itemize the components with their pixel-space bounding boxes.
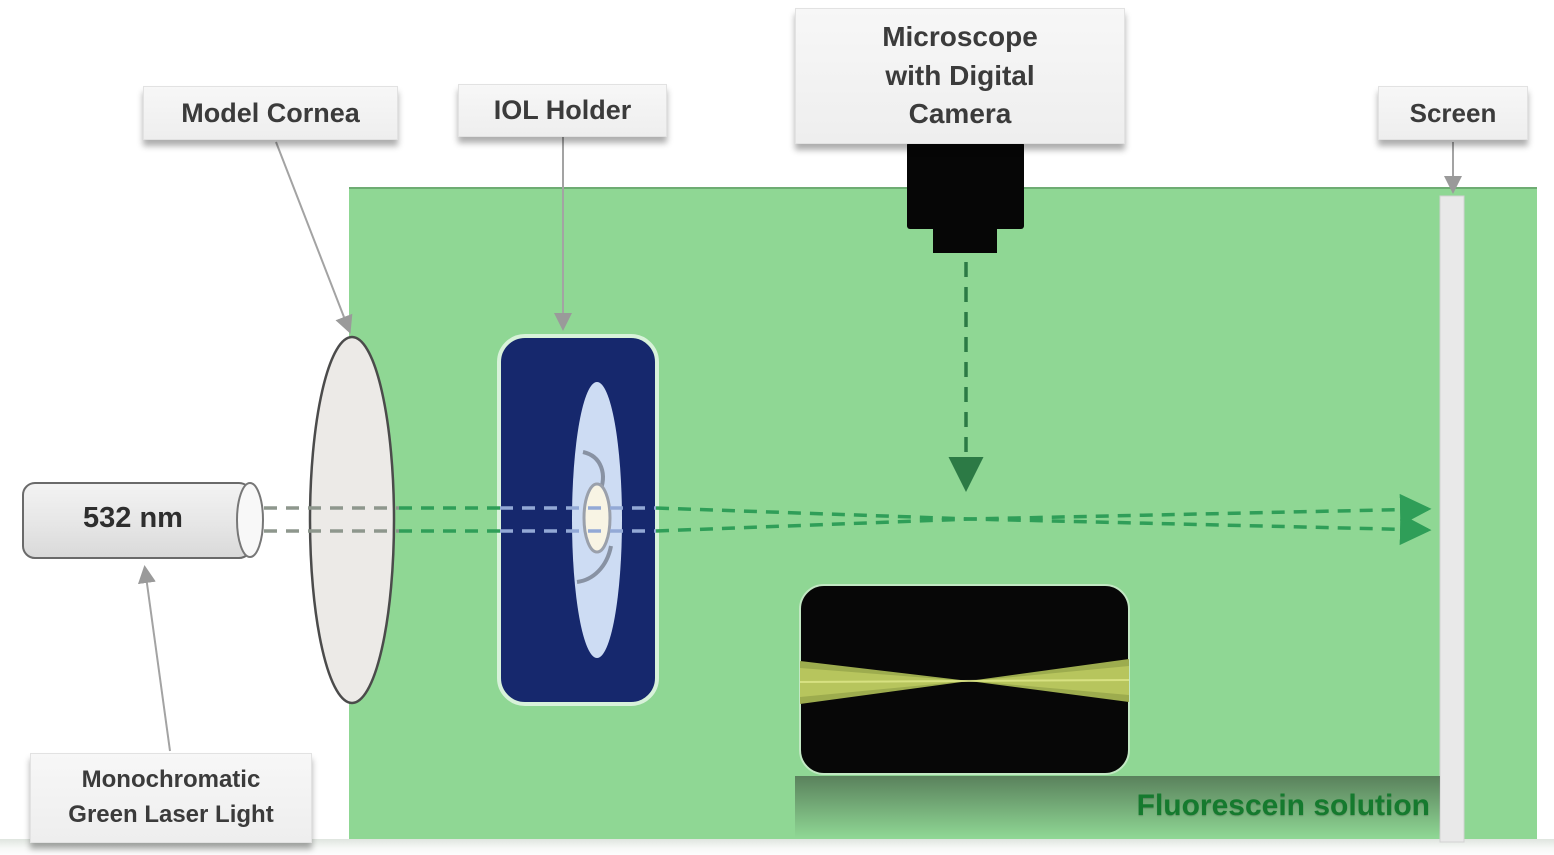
laser-source-leader (137, 565, 171, 752)
laser-source-label: Monochromatic Green Laser Light (30, 753, 312, 843)
camera-nozzle (933, 229, 997, 253)
cuvette-reflection (795, 776, 1440, 838)
iol-holder-label: IOL Holder (458, 84, 667, 137)
laser-aperture (236, 482, 264, 558)
leader-lines (137, 137, 1462, 752)
beam-waist-pattern (800, 659, 1129, 704)
fluorescein-solution-caption: Fluorescein solution (1136, 789, 1430, 822)
laser-wavelength-text: 532 nm (83, 502, 183, 534)
camera-body (907, 142, 1024, 229)
screen-label: Screen (1378, 86, 1528, 140)
model-cornea-leader (275, 141, 353, 334)
laser-beam (264, 493, 1432, 546)
iol-optic (582, 482, 612, 554)
microscope-label: Microscope with Digital Camera (795, 8, 1125, 144)
model-cornea-lens (308, 335, 396, 705)
table-surface-shadow (0, 839, 1554, 855)
screen-bar (1439, 195, 1465, 843)
model-cornea-label: Model Cornea (143, 86, 398, 140)
laser-beam-lower-focused (655, 493, 1432, 533)
iol-haptic-lower (576, 545, 613, 584)
